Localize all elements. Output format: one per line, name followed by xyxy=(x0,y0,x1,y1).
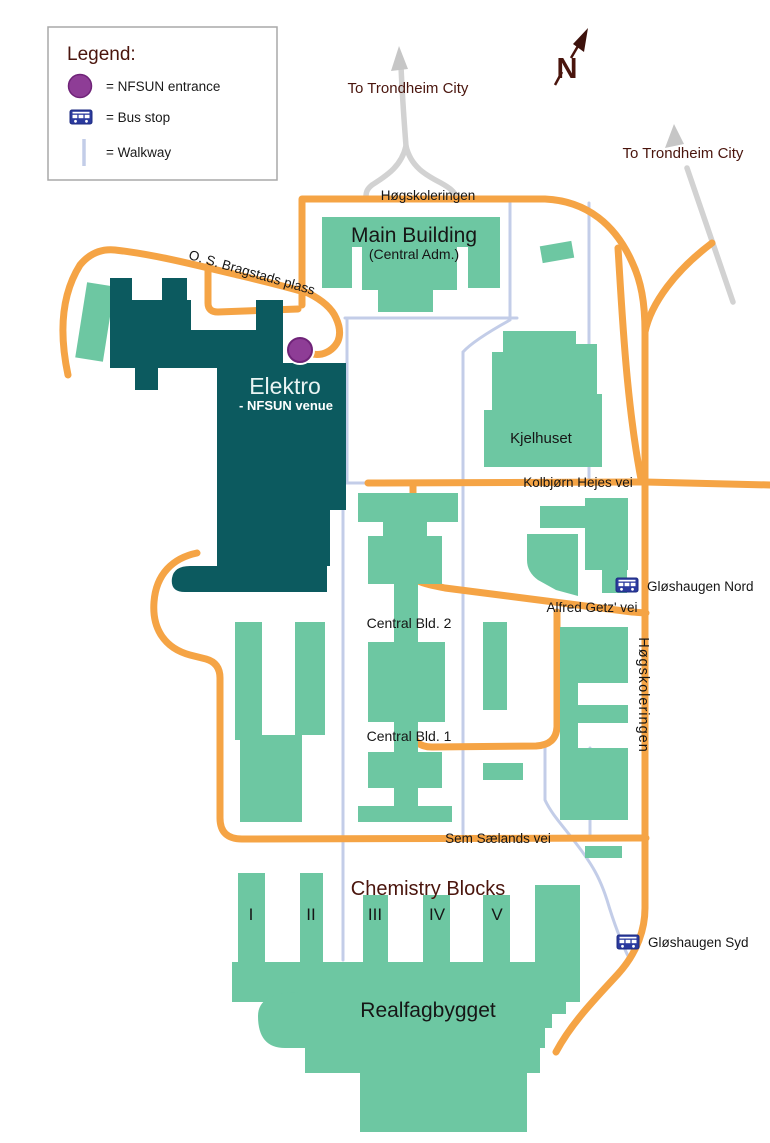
road-sem-saelands-vei xyxy=(150,549,650,843)
entrance-legend-swatch xyxy=(67,73,93,99)
compass-tail xyxy=(553,71,564,86)
label-chem-block-1: I xyxy=(249,905,254,924)
roads xyxy=(59,195,770,1056)
label-elektro-sub: - NFSUN venue xyxy=(239,398,333,413)
bus-stop-north-icon xyxy=(615,577,639,593)
label-main-building-sub: (Central Adm.) xyxy=(369,246,459,262)
building-elektro xyxy=(110,278,346,592)
label-glashaugen-syd: Gløshaugen Syd xyxy=(648,935,749,950)
nfsun-entrance-marker xyxy=(287,337,313,363)
compass: N xyxy=(553,28,588,86)
offmap-arrow-east-icon xyxy=(665,124,684,148)
building-realfagbygget xyxy=(258,992,566,1132)
road-kolbjorn-hejes-vei xyxy=(364,478,770,489)
road-branch-to-city xyxy=(641,239,716,336)
label-chem-block-2: II xyxy=(306,905,315,924)
building-chemistry-blocks xyxy=(232,873,580,1002)
building-central-chain xyxy=(358,493,458,822)
label-chem-block-4: IV xyxy=(429,905,446,924)
walkway-to-glashaugen-syd xyxy=(543,746,631,960)
building-west-u xyxy=(235,622,325,822)
label-hogskoleringen-east: Høgskoleringen xyxy=(635,637,651,753)
building-east-e-block xyxy=(560,627,628,820)
label-chem-block-5: V xyxy=(491,905,503,924)
label-hogskoleringen-north: Høgskoleringen xyxy=(381,188,476,203)
legend-title: Legend: xyxy=(67,44,136,65)
label-alfred-getz-vei: Alfred Getz' vei xyxy=(546,600,637,615)
label-to-city-north: To Trondheim City xyxy=(348,80,469,97)
north-arrow-icon xyxy=(573,28,588,52)
label-kolbjorn-hejes-vei: Kolbjørn Hejes vei xyxy=(523,475,633,490)
building-kjelhuset xyxy=(484,331,602,467)
label-central-bld-2: Central Bld. 2 xyxy=(367,615,452,631)
label-realfagbygget: Realfagbygget xyxy=(360,999,496,1022)
road-bragstads-plass xyxy=(59,246,344,379)
offmap-road-east xyxy=(684,165,736,305)
buildings-green xyxy=(75,217,628,1132)
road-bragstads-stub xyxy=(204,262,302,316)
legend-entrance-label: = NFSUN entrance xyxy=(106,79,220,94)
label-kjelhuset: Kjelhuset xyxy=(510,430,573,447)
compass-shaft xyxy=(569,45,580,59)
building-ne-cluster xyxy=(527,498,628,596)
building-small-northeast xyxy=(539,240,575,264)
label-to-city-east: To Trondheim City xyxy=(623,145,744,162)
offmap-roads xyxy=(363,63,736,305)
label-glashaugen-nord: Gløshaugen Nord xyxy=(647,579,754,594)
building-small-west xyxy=(75,282,115,362)
compass-label: N xyxy=(557,53,578,85)
label-chemistry-blocks: Chemistry Blocks xyxy=(351,878,505,900)
bus-stop-legend-icon xyxy=(69,109,93,125)
label-main-building: Main Building xyxy=(351,224,477,247)
label-central-bld-1: Central Bld. 1 xyxy=(367,728,452,744)
label-chem-block-3: III xyxy=(368,905,382,924)
label-sem-saelands-vei: Sem Sælands vei xyxy=(445,831,551,846)
legend-panel: Legend: = NFSUN entrance = Bus stop = Wa… xyxy=(47,26,278,181)
walkway-kjelhuset-west xyxy=(461,318,512,838)
road-hogskoleringen-inner-branch xyxy=(614,244,645,483)
legend-box xyxy=(47,26,278,181)
bus-stop-south-icon xyxy=(616,934,640,950)
offmap-arrow-north-icon xyxy=(391,46,408,71)
building-main xyxy=(322,217,500,312)
legend-walkway-label: = Walkway xyxy=(106,145,171,160)
offmap-road-north-left xyxy=(363,63,409,200)
label-elektro: Elektro xyxy=(249,373,321,399)
legend-bus-label: = Bus stop xyxy=(106,110,170,125)
offmap-road-north-right xyxy=(403,143,459,200)
building-mid-small xyxy=(483,622,622,858)
